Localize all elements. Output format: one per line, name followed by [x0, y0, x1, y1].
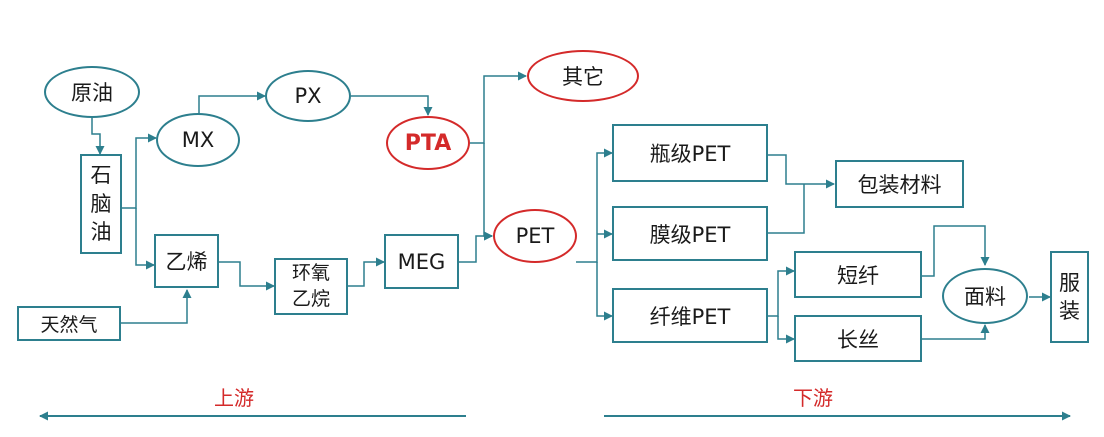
edge-fiber-staple [768, 266, 795, 317]
node-ethylene-oxide-label: 环氧 乙烷 [291, 261, 330, 310]
node-pet-label: PET [515, 224, 555, 248]
node-ethylene: 乙烯 [154, 234, 219, 288]
node-fiber-pet-label: 纤维PET [649, 304, 731, 329]
edge-pta-other [470, 71, 527, 144]
edge-pet-fiber [596, 262, 613, 321]
node-pta-label: PTA [404, 130, 452, 156]
edge-filament-fabric [922, 324, 990, 340]
node-staple-fiber-label: 短纤 [837, 263, 879, 288]
node-bottle-pet: 瓶级PET [612, 124, 768, 182]
edge-eo-meg [348, 257, 385, 287]
edge-crude-naphtha [91, 118, 105, 155]
downstream-label: 下游 [793, 386, 833, 410]
node-other: 其它 [527, 50, 639, 102]
edge-meg-pet [459, 231, 493, 263]
node-fabric: 面料 [942, 268, 1028, 324]
edge-pta-pet [483, 143, 493, 241]
node-natural-gas: 天然气 [17, 306, 121, 341]
node-pta: PTA [386, 116, 470, 170]
edge-px-pta [351, 95, 433, 116]
node-film-pet-label: 膜级PET [649, 222, 731, 247]
node-filament: 长丝 [794, 315, 922, 362]
edge-gas-ethylene [120, 289, 192, 324]
node-fiber-pet: 纤维PET [612, 288, 768, 343]
node-mx-label: MX [181, 128, 215, 152]
node-packaging-label: 包装材料 [857, 173, 942, 197]
edge-fiber-filament [777, 316, 795, 344]
upstream-label: 上游 [214, 386, 254, 410]
edge-ethylene-eo [219, 261, 275, 291]
node-apparel: 服 装 [1050, 251, 1089, 343]
node-pet: PET [493, 209, 577, 263]
node-crude-oil: 原油 [44, 66, 140, 118]
node-ethylene-label: 乙烯 [165, 250, 208, 274]
node-meg: MEG [384, 234, 459, 289]
node-crude-oil-label: 原油 [71, 81, 113, 105]
node-ethylene-oxide: 环氧 乙烷 [274, 258, 348, 315]
node-naphtha-label: 石 脑 油 [90, 163, 112, 245]
edge-mx-px [198, 91, 266, 114]
node-mx: MX [156, 113, 240, 167]
node-packaging: 包装材料 [835, 160, 964, 208]
edge-staple-fabric [922, 225, 990, 277]
node-fabric-label: 面料 [964, 285, 1006, 309]
edge-pet-bottle [576, 148, 613, 263]
node-bottle-pet-label: 瓶级PET [649, 142, 731, 166]
edge-naphtha-ethylene [135, 208, 155, 270]
node-staple-fiber: 短纤 [794, 251, 922, 298]
node-px: PX [265, 70, 351, 122]
node-natural-gas-label: 天然气 [40, 314, 98, 336]
node-px-label: PX [294, 84, 322, 108]
node-meg-label: MEG [397, 249, 446, 274]
node-film-pet: 膜级PET [612, 206, 768, 261]
node-apparel-label: 服 装 [1059, 270, 1080, 323]
node-filament-label: 长丝 [837, 327, 879, 352]
edge-naphtha-mx [121, 133, 157, 209]
edge-film-packaging [768, 184, 805, 234]
node-naphtha: 石 脑 油 [80, 154, 122, 254]
edge-bottle-packaging [768, 154, 835, 189]
node-other-label: 其它 [562, 65, 604, 89]
